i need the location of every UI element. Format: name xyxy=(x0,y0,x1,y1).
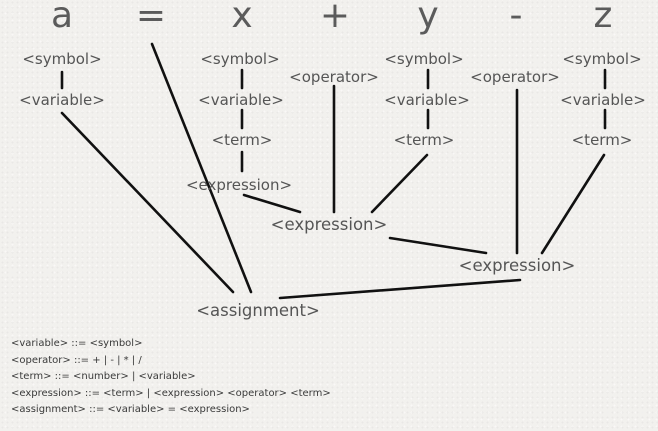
token-y: y xyxy=(417,0,439,36)
grammar-rules: <variable> ::= <symbol> <operator> ::= +… xyxy=(11,336,331,419)
token-a: a xyxy=(50,0,74,36)
node-variable-x: <variable> xyxy=(198,91,284,109)
node-term-z: <term> xyxy=(571,131,633,149)
edge-term-y-expr-xy xyxy=(370,153,429,214)
node-assignment: <assignment> xyxy=(196,301,320,320)
node-operator-minus: <operator> xyxy=(470,68,560,86)
edge-expr-x-expr-xy xyxy=(242,193,302,214)
token-plus: + xyxy=(319,0,351,36)
grammar-rule: <expression> ::= <term> | <expression> <… xyxy=(11,387,331,399)
edge-eq-assignment xyxy=(150,42,253,294)
token-x: x xyxy=(231,0,253,36)
node-variable-a: <variable> xyxy=(19,91,105,109)
edge-term-z-expr-all xyxy=(540,153,606,255)
node-symbol-z: <symbol> xyxy=(562,50,642,68)
node-expression-x-plus-y: <expression> xyxy=(270,215,388,234)
token-z: z xyxy=(593,0,613,36)
grammar-rule: <operator> ::= + | - | * | / xyxy=(11,354,142,366)
grammar-rule: <variable> ::= <symbol> xyxy=(11,338,143,349)
node-variable-z: <variable> xyxy=(560,91,646,109)
node-variable-y: <variable> xyxy=(384,91,470,109)
token-equals: = xyxy=(135,0,167,36)
token-minus: - xyxy=(509,0,523,36)
node-operator-plus: <operator> xyxy=(289,68,379,86)
node-symbol-a: <symbol> xyxy=(22,50,102,68)
grammar-rule: <assignment> ::= <variable> = <expressio… xyxy=(11,404,250,416)
node-term-x: <term> xyxy=(211,131,273,149)
node-symbol-y: <symbol> xyxy=(384,50,464,68)
node-expression-x: <expression> xyxy=(185,176,293,194)
edge-expr-xy-expr-all xyxy=(388,236,488,255)
edge-var-a-assignment xyxy=(60,111,235,294)
edge-expr-all-assignment xyxy=(278,278,522,300)
node-expression-all: <expression> xyxy=(458,256,576,275)
node-term-y: <term> xyxy=(393,131,455,149)
node-symbol-x: <symbol> xyxy=(200,50,280,68)
grammar-rule: <term> ::= <number> | <variable> xyxy=(11,371,196,383)
